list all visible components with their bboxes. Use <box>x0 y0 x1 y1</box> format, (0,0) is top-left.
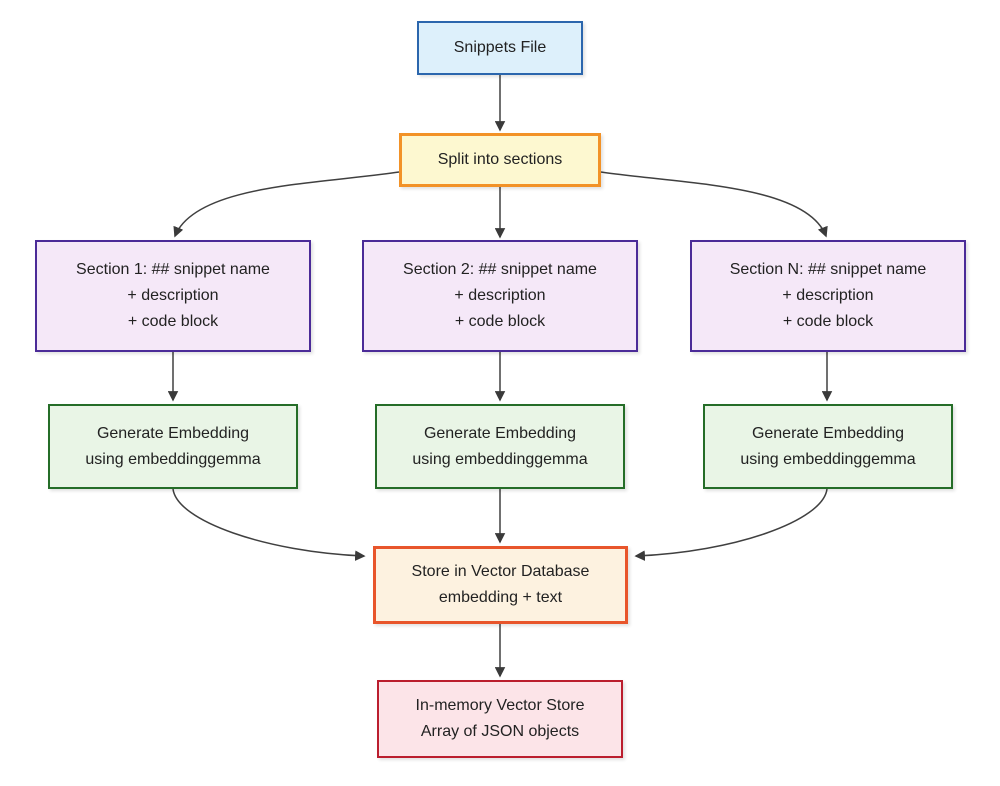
node-label-line: In-memory Vector Store <box>415 697 585 714</box>
node-section-1: Section 1: ## snippet name + description… <box>35 240 311 352</box>
node-label-line: + description <box>782 287 874 304</box>
node-snippets-file: Snippets File <box>417 21 583 75</box>
node-label-line: using embeddinggemma <box>740 450 916 468</box>
node-label-line: Section 1: ## snippet name <box>76 261 270 278</box>
node-label-line: + code block <box>782 313 874 330</box>
node-label-line: + code block <box>454 313 546 330</box>
node-label-line: using embeddinggemma <box>85 450 261 468</box>
node-label-line: using embeddinggemma <box>412 450 588 468</box>
node-label-line: Store in Vector Database <box>411 563 590 580</box>
node-section-2: Section 2: ## snippet name + description… <box>362 240 638 352</box>
node-label-line: Generate Embedding <box>423 424 577 442</box>
node-section-n: Section N: ## snippet name + description… <box>690 240 966 352</box>
node-split-into-sections: Split into sections <box>399 133 601 187</box>
node-generate-embedding-1: Generate Embedding using embeddinggemma <box>48 404 298 489</box>
node-label: Split into sections <box>437 151 563 168</box>
node-in-memory-vector-store: In-memory Vector Store Array of JSON obj… <box>377 680 623 758</box>
edge-split-to-sectionN <box>600 171 828 238</box>
node-generate-embedding-3: Generate Embedding using embeddinggemma <box>703 404 953 489</box>
node-label-line: Array of JSON objects <box>420 723 580 740</box>
node-label-line: + code block <box>127 313 219 330</box>
node-label-line: embedding + text <box>438 589 563 606</box>
node-label-line: Section N: ## snippet name <box>729 261 927 278</box>
edge-split-to-section1 <box>173 171 400 238</box>
node-store-vector-database: Store in Vector Database embedding + tex… <box>373 546 628 624</box>
edge-embed1-to-store <box>172 488 366 561</box>
node-label-line: Generate Embedding <box>751 424 905 442</box>
node-generate-embedding-2: Generate Embedding using embeddinggemma <box>375 404 625 489</box>
edge-embed3-to-store <box>634 488 828 561</box>
node-label-line: Section 2: ## snippet name <box>403 261 597 278</box>
node-label-line: Generate Embedding <box>96 424 250 442</box>
node-label-line: + description <box>454 287 546 304</box>
node-label: Snippets File <box>453 39 547 56</box>
node-label-line: + description <box>127 287 219 304</box>
